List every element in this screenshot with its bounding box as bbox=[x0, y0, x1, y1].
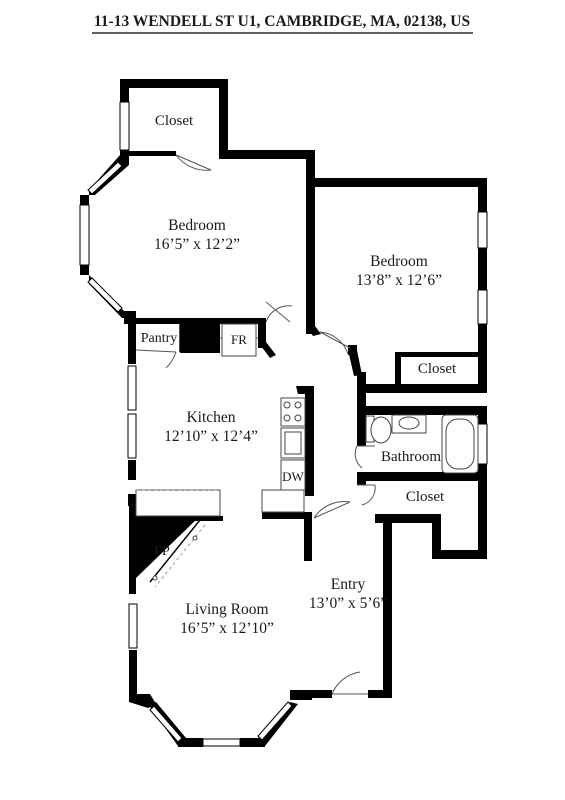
refrigerator-box bbox=[221, 323, 257, 357]
bedroom-right-size: 13’8” x 12’6” bbox=[356, 272, 442, 289]
dw-label: DW bbox=[282, 469, 304, 484]
kitchen-label: Kitchen bbox=[186, 409, 235, 426]
fixtures bbox=[135, 323, 479, 588]
bedroom-right-label: Bedroom bbox=[370, 253, 428, 270]
fr-label: FR bbox=[231, 332, 247, 347]
pantry-label: Pantry bbox=[141, 331, 178, 346]
living-room-size: 16’5” x 12’10” bbox=[180, 620, 274, 637]
stove-icon bbox=[280, 397, 306, 427]
living-room-label: Living Room bbox=[185, 601, 268, 618]
fp-label: FP bbox=[154, 544, 170, 559]
dishwasher-box bbox=[280, 459, 306, 491]
windows bbox=[79, 101, 488, 747]
entry-label: Entry bbox=[331, 576, 366, 593]
closet-right-label: Closet bbox=[418, 361, 457, 377]
plan-title: 11-13 WENDELL ST U1, CAMBRIDGE, MA, 0213… bbox=[94, 13, 470, 30]
bathroom-label: Bathroom bbox=[381, 449, 441, 465]
closet-lower-label: Closet bbox=[406, 489, 445, 505]
counter-peninsula bbox=[135, 489, 221, 517]
toilet-icon bbox=[370, 416, 392, 444]
bedroom-left-label: Bedroom bbox=[168, 217, 226, 234]
kitchen-size: 12’10” x 12’4” bbox=[164, 428, 258, 445]
closet-top-label: Closet bbox=[155, 113, 194, 129]
entry-size: 13’0” x 5’6” bbox=[309, 595, 387, 612]
bedroom-left-size: 16’5” x 12’2” bbox=[154, 236, 240, 253]
